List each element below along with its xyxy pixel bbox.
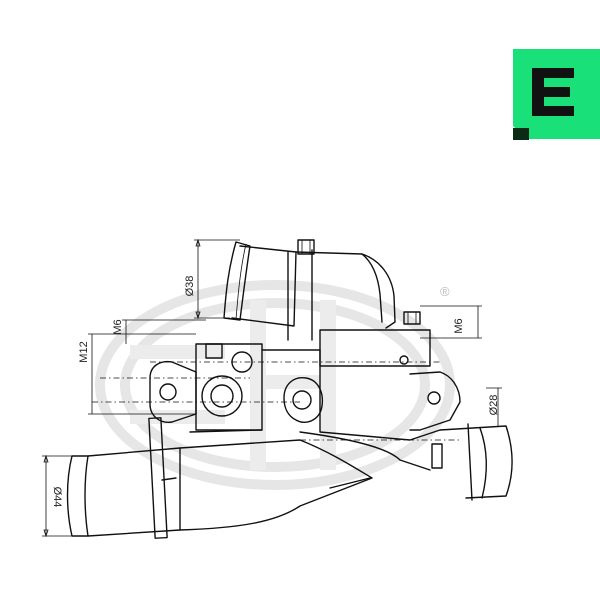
dim-label-m6-left: M6 — [112, 319, 124, 334]
registered-mark: ® — [440, 284, 450, 299]
dim-label-d28: Ø28 — [488, 395, 500, 416]
middle-lug — [283, 377, 324, 424]
top-outlet-pipe — [223, 241, 297, 327]
right-outlet-pipe — [431, 423, 513, 501]
center-lines — [92, 361, 460, 441]
dim-label-m12: M12 — [78, 341, 90, 362]
dim-label-m6-right: M6 — [453, 318, 465, 333]
elbow-body — [287, 239, 396, 341]
dim-label-d44: Ø44 — [51, 487, 63, 508]
bottom-inlet-pipe — [66, 417, 373, 539]
thermostat-housing-drawing — [42, 238, 513, 539]
era-watermark-icon — [95, 280, 455, 490]
main-body — [189, 349, 441, 471]
dim-label-d38: Ø38 — [184, 276, 196, 297]
dimension-lines — [42, 238, 502, 538]
era-logo-icon — [513, 49, 600, 140]
